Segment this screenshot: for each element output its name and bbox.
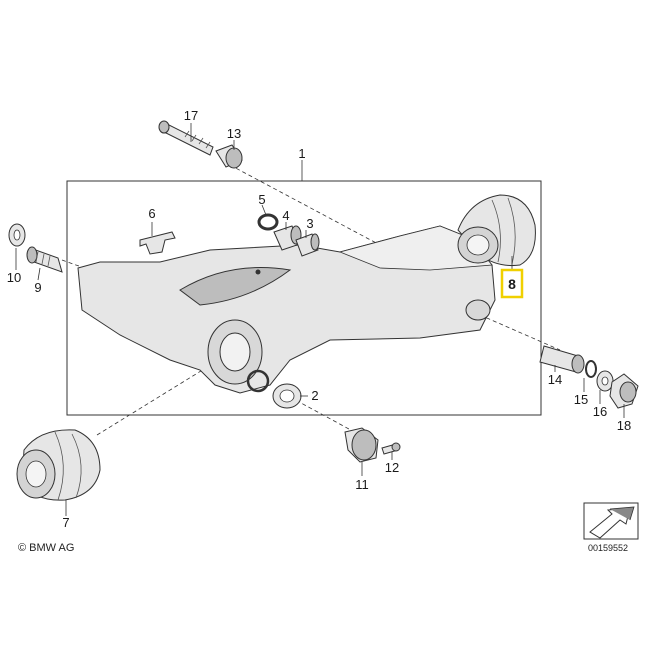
- callout-17: 17: [184, 108, 198, 123]
- callout-2: 2: [311, 388, 318, 403]
- screw-12[interactable]: [381, 442, 401, 455]
- callout-10: 10: [7, 270, 21, 285]
- axis-line-bottom: [289, 396, 361, 436]
- callout-15: 15: [574, 392, 588, 407]
- stud-9[interactable]: [26, 246, 63, 273]
- washer-15[interactable]: [585, 360, 597, 378]
- callout-14: 14: [548, 372, 562, 387]
- boot-7[interactable]: [16, 429, 101, 501]
- image-number: 00159552: [588, 543, 629, 553]
- callout-5: 5: [258, 192, 265, 207]
- boot-8[interactable]: [457, 194, 536, 266]
- callout-4: 4: [282, 208, 289, 223]
- sleeve-4[interactable]: [273, 225, 302, 251]
- callout-9: 9: [34, 280, 41, 295]
- leader-lines: [15, 123, 625, 516]
- bearing-2[interactable]: [272, 383, 302, 409]
- washer-10[interactable]: [8, 223, 26, 247]
- copyright-text: © BMW AG: [18, 542, 75, 554]
- nut-18[interactable]: [609, 373, 639, 409]
- callout-8[interactable]: 8: [508, 276, 516, 292]
- arrow-icon: [583, 502, 639, 540]
- swing-arm[interactable]: [77, 225, 496, 394]
- washer-16[interactable]: [596, 370, 614, 392]
- callout-1: 1: [298, 146, 305, 161]
- callout-6: 6: [148, 206, 155, 221]
- callout-3: 3: [306, 216, 313, 231]
- axis-line-right: [479, 314, 561, 351]
- callout-18: 18: [617, 418, 631, 433]
- bolt-17[interactable]: [158, 120, 214, 156]
- flange-11[interactable]: [344, 427, 379, 463]
- callout-16: 16: [593, 404, 607, 419]
- ring-5[interactable]: [257, 213, 279, 231]
- callout-12: 12: [385, 460, 399, 475]
- clip-6[interactable]: [139, 231, 176, 255]
- callout-7: 7: [62, 515, 69, 530]
- highlight-box-8: [500, 268, 524, 299]
- assembly-frame: [66, 180, 542, 416]
- callout-13: 13: [227, 126, 241, 141]
- seal-ring[interactable]: [246, 369, 270, 393]
- callout-11: 11: [355, 477, 369, 492]
- axis-line-top: [229, 164, 381, 246]
- nut-13[interactable]: [215, 144, 243, 169]
- sleeve-3[interactable]: [295, 233, 320, 257]
- sleeve-14[interactable]: [539, 345, 585, 374]
